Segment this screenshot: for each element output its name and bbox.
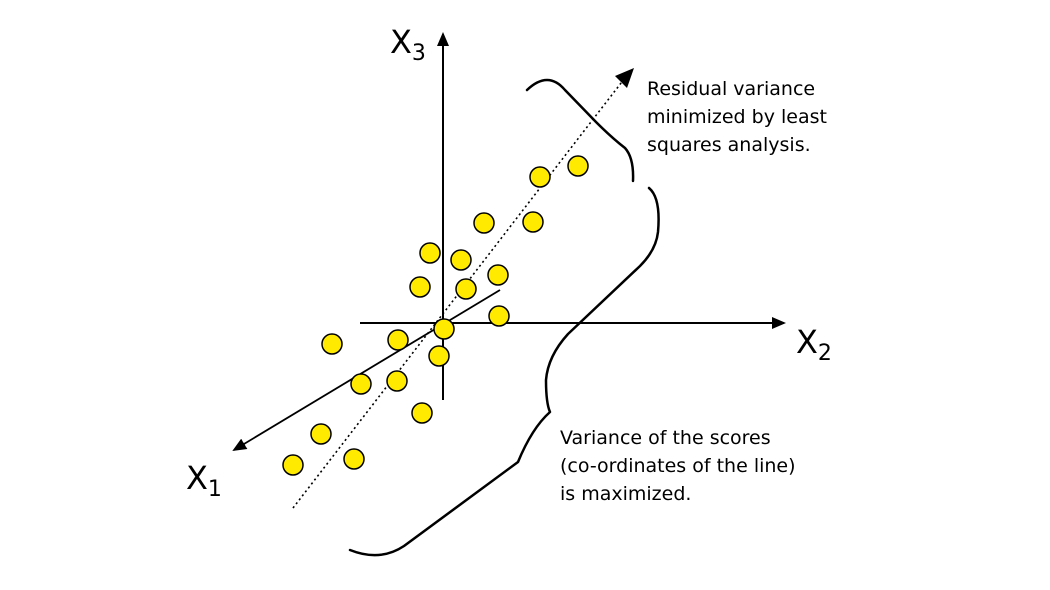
x1-axis-label: X1: [186, 462, 222, 501]
principal-component-line: [292, 73, 629, 509]
annotation-line: is maximized.: [560, 483, 692, 505]
data-point: [282, 454, 304, 476]
x3-axis-subscript: 3: [411, 41, 426, 66]
residual-variance-annotation: Residual variance minimized by least squ…: [647, 75, 827, 159]
data-point: [321, 333, 343, 355]
annotation-line: minimized by least: [647, 106, 827, 128]
data-point: [428, 345, 450, 367]
data-point: [411, 402, 433, 424]
data-point: [343, 448, 365, 470]
x1-axis-subscript: 1: [207, 477, 222, 502]
residual-brace: [525, 78, 635, 183]
data-point: [529, 166, 551, 188]
data-point: [455, 278, 477, 300]
x1-axis-line: [232, 289, 501, 452]
data-point: [567, 155, 589, 177]
annotation-line: Variance of the scores: [560, 427, 771, 449]
scores-brace: [348, 186, 660, 557]
data-point: [419, 242, 441, 264]
data-point: [433, 318, 455, 340]
data-point: [409, 276, 431, 298]
annotation-line: squares analysis.: [647, 134, 811, 156]
data-point: [522, 211, 544, 233]
data-point: [350, 373, 372, 395]
principal-component-arrowhead: [615, 68, 634, 88]
x2-axis-label: X2: [796, 326, 832, 365]
data-point: [488, 305, 510, 327]
annotation-line: (co-ordinates of the line): [560, 455, 796, 477]
x1-axis-letter: X: [186, 459, 208, 497]
x2-axis-subscript: 2: [817, 341, 832, 366]
annotation-line: Residual variance: [647, 78, 816, 100]
x2-axis-letter: X: [796, 323, 818, 361]
data-point: [473, 212, 495, 234]
data-point: [387, 329, 409, 351]
data-points: [282, 155, 589, 476]
x3-axis-label: X3: [390, 26, 426, 65]
data-point: [386, 370, 408, 392]
data-point: [487, 264, 509, 286]
data-point: [310, 423, 332, 445]
x3-axis-letter: X: [390, 23, 412, 61]
data-point: [450, 249, 472, 271]
scores-variance-annotation: Variance of the scores (co-ordinates of …: [560, 424, 796, 508]
